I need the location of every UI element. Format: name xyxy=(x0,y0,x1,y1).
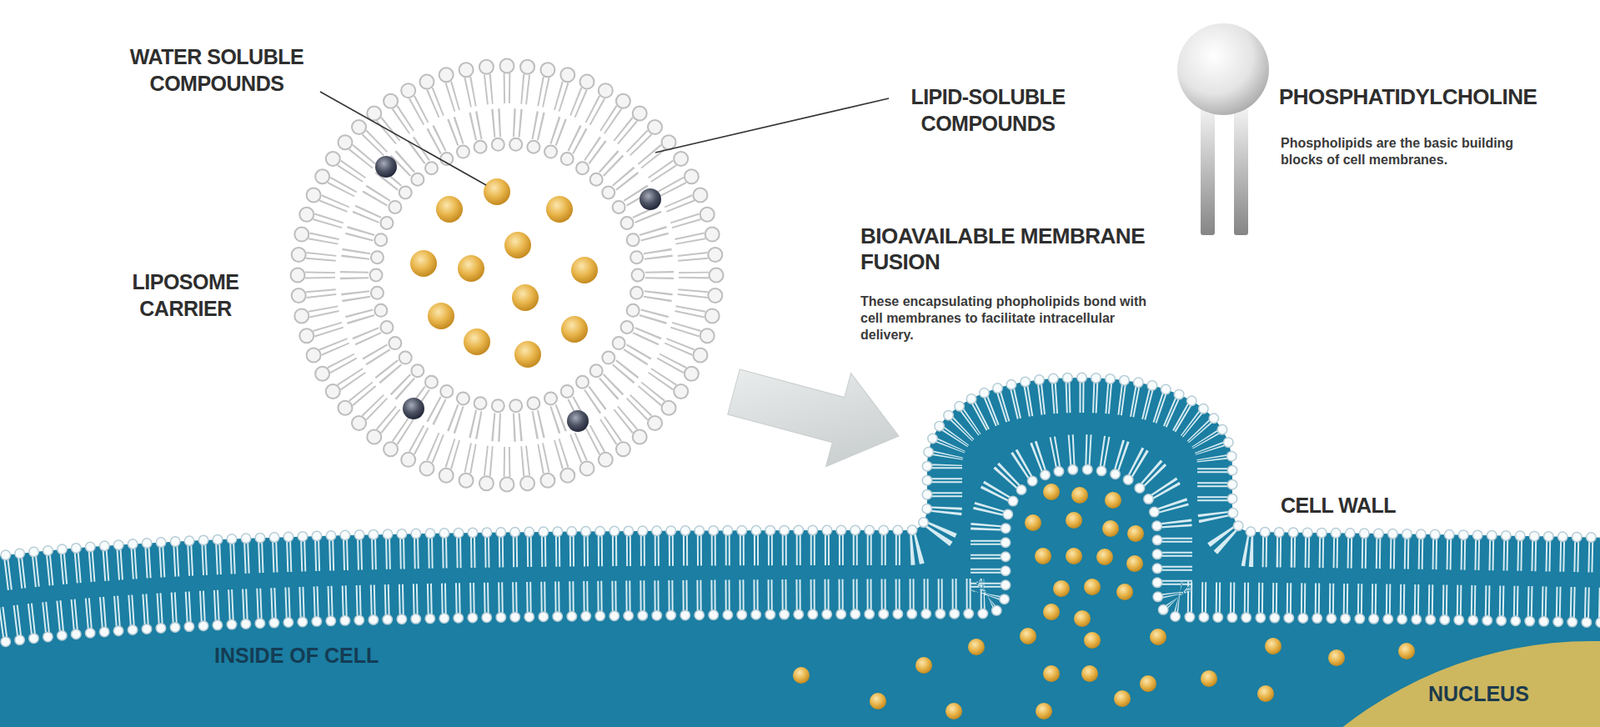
water-soluble-dot xyxy=(514,341,542,368)
nucleus-circle xyxy=(1188,641,1600,727)
compound-dot xyxy=(1126,555,1144,572)
outer-heads xyxy=(297,65,717,485)
compound-dot xyxy=(1127,525,1144,542)
compound-dot xyxy=(1257,685,1274,703)
region-label: INSIDE OF CELL xyxy=(214,643,379,668)
compound-dot xyxy=(1398,642,1415,660)
nucleus: NUCLEUS xyxy=(1188,641,1600,727)
water-soluble-dot xyxy=(457,255,485,282)
description: Phospholipids are the basic building blo… xyxy=(1280,135,1556,169)
compound-dot xyxy=(968,638,985,656)
lipid-soluble-dot xyxy=(402,397,425,420)
phospholipid-tail xyxy=(1233,108,1249,236)
inner-heads xyxy=(376,144,638,407)
compound-dot xyxy=(869,692,887,710)
heading: BIOAVAILABLE MEMBRANE FUSION xyxy=(860,223,1194,276)
compound-dot xyxy=(1053,580,1070,597)
compound-dot xyxy=(1328,649,1345,667)
phospholipid-head xyxy=(1177,23,1269,116)
leader-line xyxy=(320,91,487,186)
membrane-heads-shade xyxy=(0,469,1600,644)
water-soluble-dot xyxy=(561,315,588,343)
compound-dot xyxy=(792,667,810,684)
compound-dot xyxy=(1083,631,1101,649)
block-arrow xyxy=(721,345,912,483)
lipid-soluble-dot xyxy=(375,155,397,178)
lipid-soluble-dot xyxy=(639,188,662,211)
cell-interior xyxy=(0,377,1600,727)
water-soluble-dot xyxy=(504,231,532,259)
outer-heads-shade xyxy=(297,65,717,485)
inner-tails xyxy=(354,122,660,428)
compound-dot xyxy=(1096,548,1114,566)
water-soluble-dot xyxy=(546,195,573,223)
compound-dot xyxy=(1200,670,1218,688)
compound-dot xyxy=(1034,547,1052,565)
inner-heads-shade xyxy=(376,144,638,407)
cell-interior: INSIDE OF CELL NUCLEUS xyxy=(0,366,1600,727)
compound-dot xyxy=(1065,547,1083,565)
compound-dot xyxy=(915,657,933,674)
compound-dot xyxy=(1116,583,1134,601)
description: These encapsulating phopholipids bond wi… xyxy=(860,293,1157,344)
heading: PHOSPHATIDYLCHOLINE xyxy=(1278,83,1537,111)
callout-label: LIPID-SOLUBLE COMPOUNDS xyxy=(896,83,1080,137)
compound-dot xyxy=(1113,690,1131,708)
nucleus-shape xyxy=(1188,641,1600,727)
cell-region xyxy=(0,366,1600,727)
membrane-tails xyxy=(0,469,1600,644)
membrane-heads xyxy=(0,377,1600,557)
compound-dot xyxy=(1073,610,1091,627)
compound-dot xyxy=(1024,514,1042,532)
water-soluble-dot xyxy=(483,178,511,206)
outer-tails xyxy=(320,88,694,462)
compound-dot xyxy=(1104,491,1122,509)
lipid-soluble-dot xyxy=(566,410,589,432)
part-label: LIPOSOME CARRIER xyxy=(116,268,255,322)
compound-dot xyxy=(1035,702,1053,720)
callout-label: WATER SOLUBLE COMPOUNDS xyxy=(116,43,317,97)
compound-dot xyxy=(1149,628,1167,646)
compound-dot xyxy=(1264,637,1282,655)
compound-dot xyxy=(1102,520,1119,537)
part-label: CELL WALL xyxy=(1280,493,1396,518)
water-soluble-dot xyxy=(410,250,437,277)
water-soluble-dot xyxy=(511,284,539,311)
compound-dot xyxy=(1065,511,1083,529)
compound-dot xyxy=(1019,627,1037,645)
compound-dot xyxy=(1043,603,1060,621)
compound-dot xyxy=(1081,665,1099,683)
compound-dot xyxy=(1043,665,1060,683)
compound-dot xyxy=(1071,486,1089,504)
phospholipid-tail xyxy=(1200,108,1215,236)
compound-dot xyxy=(945,702,963,720)
water-soluble-dot xyxy=(571,256,598,284)
membrane-heads-shade xyxy=(0,377,1600,557)
water-soluble-dot xyxy=(463,328,491,356)
water-soluble-dot xyxy=(436,195,463,223)
water-soluble-dot xyxy=(427,302,455,330)
compound-dot xyxy=(1083,578,1101,596)
membrane-tails xyxy=(0,377,1600,557)
leader-line xyxy=(655,98,889,153)
compound-dot xyxy=(1139,675,1157,693)
compound-dot xyxy=(1043,483,1060,501)
nucleus-label: NUCLEUS xyxy=(1428,682,1530,707)
membrane-heads xyxy=(0,469,1600,644)
